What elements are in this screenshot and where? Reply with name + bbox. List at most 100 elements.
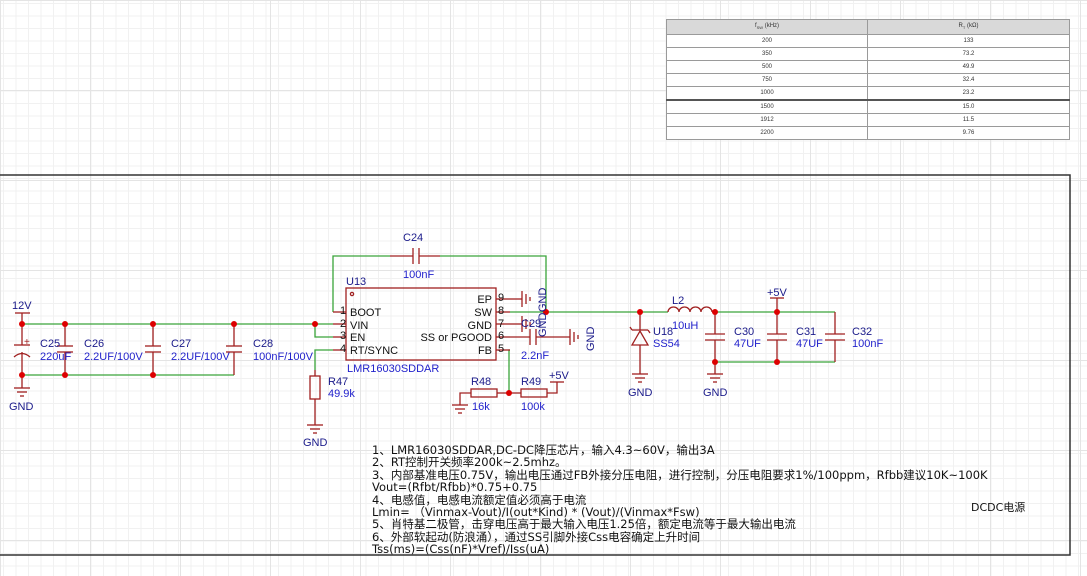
junction <box>543 309 549 315</box>
note-line: Vout=(Rfbt/Rfbb)*0.75+0.75 <box>372 480 538 495</box>
gnd-label-u18: GND <box>628 387 653 399</box>
junction <box>150 372 156 378</box>
pin7-gnd-symbol <box>510 316 531 332</box>
l2-symbol <box>667 306 715 313</box>
vout-net-label: +5V <box>767 287 788 299</box>
c29-ref: C29 <box>521 318 541 330</box>
c29-symbol <box>510 329 579 345</box>
vin-net-label: 12V <box>12 300 32 312</box>
r49-value: 100k <box>521 401 545 413</box>
u13-pin-name: BOOT <box>350 307 381 319</box>
junction <box>231 321 237 327</box>
u13-pin-number: 5 <box>498 343 504 355</box>
junction <box>712 359 718 365</box>
r49-ref: R49 <box>521 376 541 388</box>
cell-rt: 9.76 <box>867 126 1070 141</box>
note-line: 5、肖特基二极管，击穿电压高于最大输入电压1.25倍，额定电流等于最大输出电流 <box>372 517 796 532</box>
u13-pin1-marker <box>349 291 355 297</box>
c27-symbol <box>145 324 161 375</box>
table-header-row: fSW (kHz) RT (kΩ) <box>666 18 1070 36</box>
l2-ref: L2 <box>672 295 684 307</box>
c27-ref: C27 <box>171 338 191 350</box>
junction <box>150 321 156 327</box>
gnd-label-c30: GND <box>703 387 728 399</box>
u13-pin-name: EP <box>477 294 492 306</box>
u13-pin-number: 8 <box>498 305 504 317</box>
junction <box>774 359 780 365</box>
r47-ref: R47 <box>328 376 348 388</box>
u13-pin-name: FB <box>478 345 492 357</box>
sheet-title: DCDC电源 <box>971 501 1026 514</box>
header-fsw-unit: (kHz) <box>763 23 780 29</box>
header-rt-main: R <box>958 23 963 29</box>
wire-boot-loop <box>332 255 390 312</box>
u13-part: LMR16030SDDAR <box>347 363 439 375</box>
cell-rt: 32.4 <box>867 73 1070 88</box>
gnd-label-ep: GND <box>537 288 549 313</box>
junction <box>19 321 25 327</box>
wire-rt <box>314 349 333 370</box>
u13-designator: U13 <box>346 276 366 288</box>
header-rt-unit: (kΩ) <box>965 23 979 29</box>
junction <box>312 321 318 327</box>
junction <box>62 321 68 327</box>
junction <box>62 372 68 378</box>
gnd-label-r47: GND <box>303 437 328 449</box>
u13-pin-name: EN <box>350 332 365 344</box>
c24-symbol <box>390 248 440 264</box>
c26-symbol <box>57 324 73 375</box>
plus-sign: + <box>24 337 30 348</box>
r47-value: 49.9k <box>328 388 355 400</box>
c31-symbol <box>767 297 787 362</box>
note-line: 2、RT控制开关频率200k~2.5mhz。 <box>372 455 567 470</box>
c26-value: 2.2UF/100V <box>84 351 143 363</box>
u13-pin-name: SW <box>474 307 492 319</box>
c26-ref: C26 <box>84 338 104 350</box>
l2-value: 10uH <box>672 320 698 332</box>
u13-pin-number: 4 <box>340 343 346 355</box>
design-notes: 1、LMR16030SDDAR,DC-DC降压芯片，输入4.3~60V，输出3A… <box>372 444 988 556</box>
r48-ref: R48 <box>471 376 491 388</box>
c30-ref: C30 <box>734 326 754 338</box>
u13-pin-number: 3 <box>340 330 346 342</box>
header-rt-sub: T <box>962 25 966 31</box>
u13-pin-name: VIN <box>350 320 368 332</box>
header-fsw-main: f <box>754 23 757 29</box>
vout-net-label-r49: +5V <box>549 370 570 382</box>
c30-symbol <box>705 312 725 383</box>
junctions <box>19 309 780 396</box>
c31-ref: C31 <box>796 326 816 338</box>
gnd-label-c29: GND <box>585 327 597 352</box>
junction <box>506 390 512 396</box>
components <box>13 248 845 434</box>
gnd-label-c25: GND <box>9 401 34 413</box>
note-line: Tss(ms)=(Css(nF)*Vref)/Iss(uA) <box>372 542 550 557</box>
u18-ref: U18 <box>653 326 673 338</box>
c25-value: 220uF <box>40 351 71 363</box>
header-fsw-sub: SW <box>756 25 764 31</box>
u18-diode-symbol <box>629 312 651 383</box>
c24-ref: C24 <box>403 232 423 244</box>
u13-pin-number: 9 <box>498 292 504 304</box>
c32-ref: C32 <box>852 326 872 338</box>
u13-pin-name: GND <box>468 320 493 332</box>
c27-value: 2.2UF/100V <box>171 351 230 363</box>
note-line: 3、内部基准电压0.75V，输出电压通过FB外接分压电阻，进行控制，分压电阻要求… <box>372 467 988 482</box>
ep-gnd-symbol <box>510 291 531 307</box>
u13-pin-number: 6 <box>498 330 504 342</box>
u13-pin-number: 7 <box>498 318 504 330</box>
header-rt: RT (kΩ) <box>867 18 1070 36</box>
note-line: 6、外部软起动(防浪涌），通过SS引脚外接Css电容确定上升时间 <box>372 529 701 544</box>
junction <box>637 309 643 315</box>
c29-value: 2.2nF <box>521 350 549 362</box>
wire-fb <box>508 349 510 393</box>
